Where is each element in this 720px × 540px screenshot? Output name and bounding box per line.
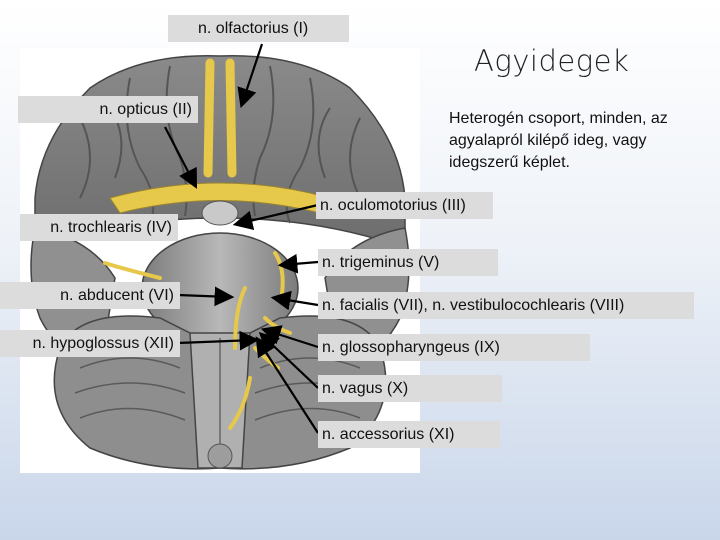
arrow-vagus (262, 335, 318, 388)
arrow-oculomotorius (237, 205, 318, 224)
label-facialis: n. facialis (VII), n. vestibulocochleari… (318, 292, 694, 319)
label-trochlearis: n. trochlearis (IV) (20, 214, 178, 241)
label-opticus: n. opticus (II) (18, 96, 198, 123)
arrow-trigeminus (282, 262, 318, 265)
label-olfactorius: n. olfactorius (I) (168, 15, 349, 42)
arrow-facialis (275, 298, 318, 305)
label-trigeminus: n. trigeminus (V) (318, 249, 498, 276)
label-vagus: n. vagus (X) (318, 375, 502, 402)
label-accessorius: n. accessorius (XI) (318, 421, 500, 448)
arrow-hypoglossus (178, 340, 255, 343)
label-hypoglossus: n. hypoglossus (XII) (0, 330, 180, 357)
label-glossopharyngeus: n. glossopharyngeus (IX) (318, 334, 590, 361)
arrow-olfactorius (242, 44, 262, 104)
arrow-accessorius (258, 340, 318, 433)
label-oculomotorius: n. oculomotorius (III) (316, 192, 493, 219)
arrow-abducent (178, 295, 230, 297)
label-abducent: n. abducent (VI) (0, 282, 180, 309)
arrow-opticus (165, 127, 195, 185)
